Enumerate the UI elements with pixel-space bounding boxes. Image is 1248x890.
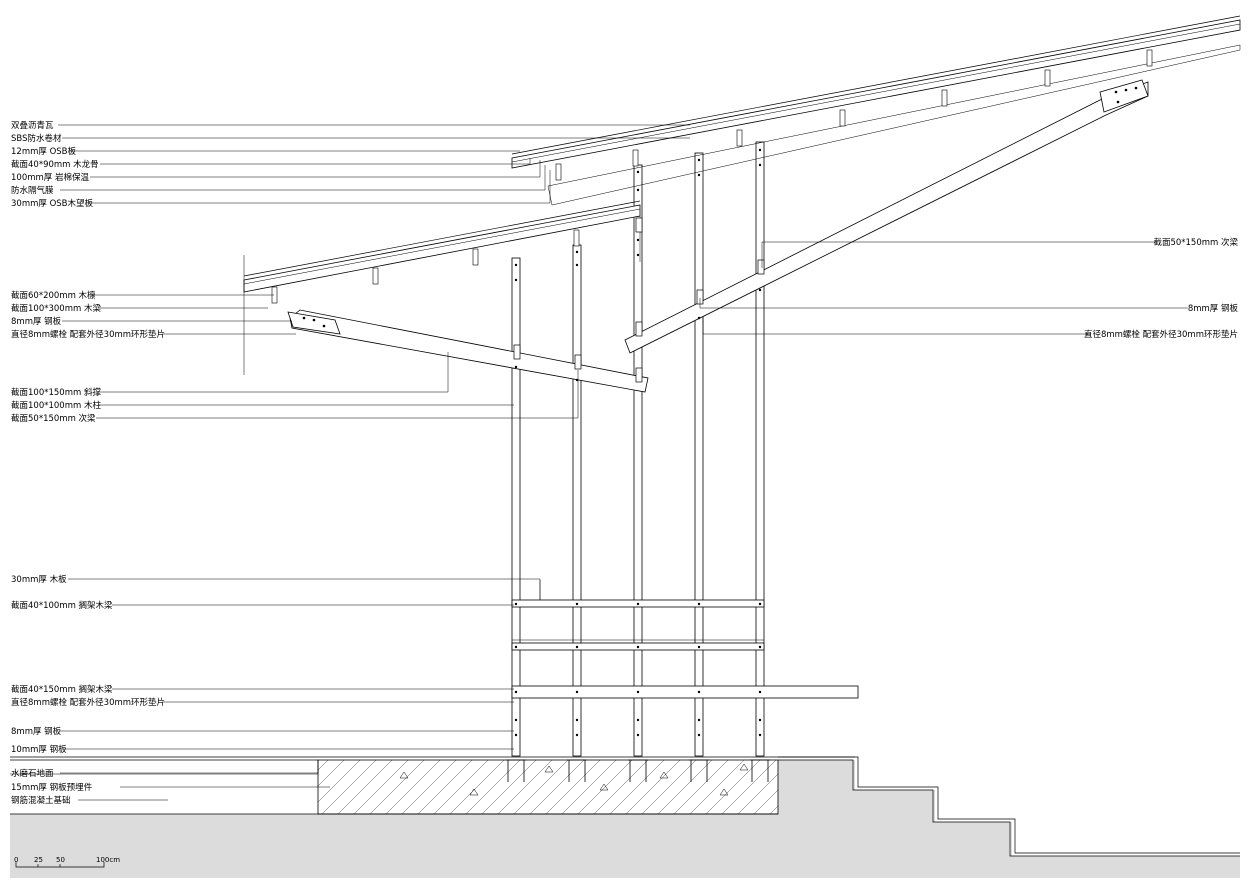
label-rc-foundation: 钢筋混凝土基础 [11, 795, 71, 806]
column-4 [694, 152, 704, 757]
braces [287, 79, 1149, 393]
column-1 [511, 257, 521, 757]
column-2 [572, 244, 582, 757]
label-vapor-membrane: 防水隔气膜 [11, 185, 54, 196]
label-plate-8mm-a: 8mm厚 钢板 [11, 316, 62, 327]
label-plate-8mm-c: 8mm厚 钢板 [1188, 303, 1239, 314]
labels-right: 截面50*150mm 次梁 8mm厚 钢板 直径8mm螺栓 配套外径30mm环形… [1084, 237, 1239, 340]
label-shingle: 双叠沥青瓦 [11, 120, 54, 131]
label-keel: 截面40*90mm 木龙骨 [11, 159, 99, 170]
foundation [10, 756, 1240, 878]
label-beam: 截面100*300mm 木梁 [11, 303, 101, 314]
label-board: 30mm厚 木板 [11, 574, 67, 585]
shelf-beams [511, 580, 859, 699]
label-bolt-c: 直径8mm螺栓 配套外径30mm环形垫片 [1084, 329, 1238, 340]
column-5 [755, 141, 765, 757]
rc-footing [317, 759, 779, 815]
label-brace: 截面100*150mm 斜撑 [11, 387, 101, 398]
roof-lower [243, 200, 641, 375]
bolt-dots [302, 86, 1138, 737]
label-joist-a: 截面50*150mm 次梁 [11, 413, 96, 424]
scale-tick-0: 0 [14, 856, 18, 864]
label-bolt-a: 直径8mm螺栓 配套外径30mm环形垫片 [11, 329, 165, 340]
base-anchors [506, 759, 770, 782]
label-insulation: 100mm厚 岩棉保温 [11, 172, 89, 183]
labels-left: 双叠沥青瓦 SBS防水卷材 12mm厚 OSB板 截面40*90mm 木龙骨 1… [11, 120, 165, 806]
scale-tick-50: 50 [56, 856, 65, 864]
label-osb12: 12mm厚 OSB板 [11, 146, 76, 157]
roof-upper [511, 15, 1241, 206]
label-plate-8mm-b: 8mm厚 钢板 [11, 726, 62, 737]
leader-lines [58, 124, 1188, 801]
label-purlin: 截面60*200mm 木檩 [11, 290, 96, 301]
label-osb30: 30mm厚 OSB木望板 [11, 198, 93, 209]
ground-fill [10, 760, 1240, 878]
left-brace [289, 309, 649, 393]
label-shelf-beam-100: 截面40*100mm 搁架木梁 [11, 600, 113, 611]
scale-bar: 0 25 50 100cm [14, 856, 120, 868]
scale-tick-25: 25 [34, 856, 43, 864]
purlins [271, 49, 1153, 304]
steps [778, 756, 1240, 854]
label-shelf-beam-150: 截面40*150mm 搁架木梁 [11, 684, 113, 695]
label-embed-plate: 15mm厚 钢板预埋件 [11, 782, 93, 793]
scale-tick-100: 100cm [96, 856, 120, 864]
label-plate-10mm: 10mm厚 钢板 [11, 744, 67, 755]
label-joist-b: 截面50*150mm 次梁 [1153, 237, 1238, 248]
columns [511, 141, 765, 757]
label-sbs: SBS防水卷材 [11, 133, 62, 144]
label-terrazzo: 水磨石地面 [11, 768, 54, 779]
label-bolt-b: 直径8mm螺栓 配套外径30mm环形垫片 [11, 697, 165, 708]
column-3 [633, 164, 643, 757]
label-column: 截面100*100mm 木柱 [11, 400, 101, 411]
